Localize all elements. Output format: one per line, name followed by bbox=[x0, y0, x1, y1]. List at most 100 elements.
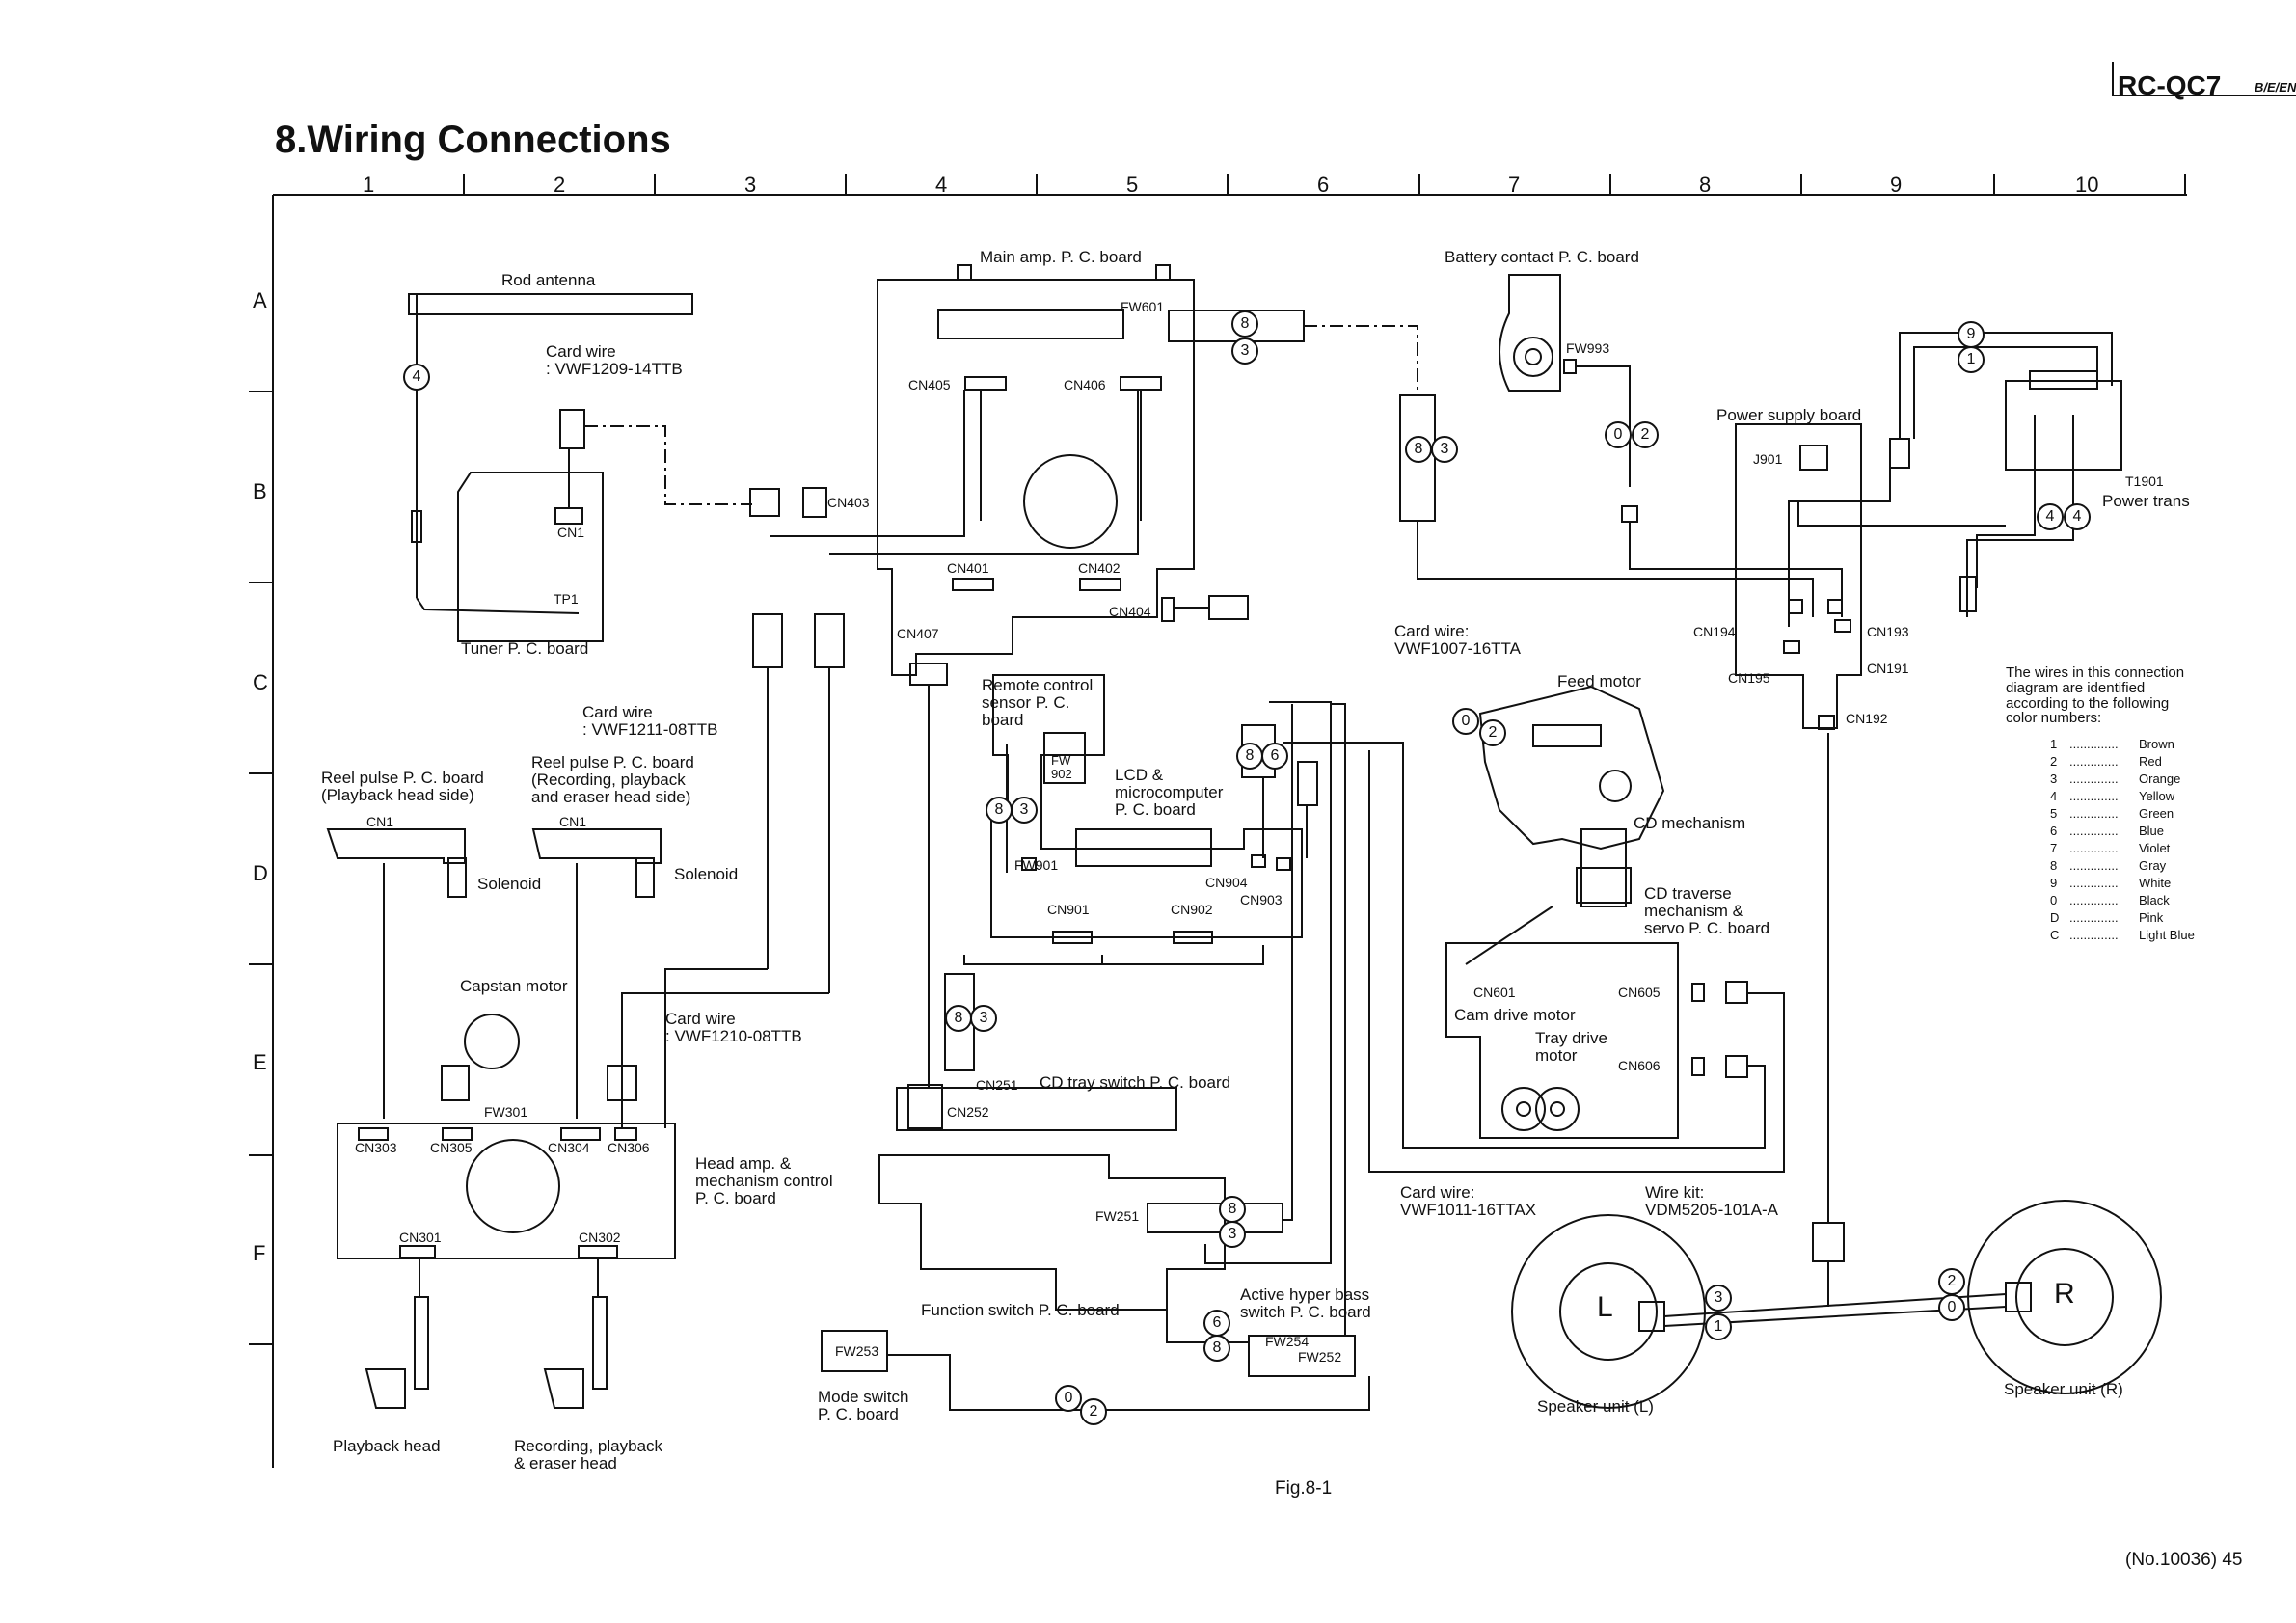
fw601-label: FW601 bbox=[1121, 299, 1165, 314]
cn1-tuner-label: CN1 bbox=[557, 525, 585, 540]
fw993-label: FW993 bbox=[1566, 340, 1610, 356]
wire-code-circle: 0 bbox=[1605, 421, 1632, 448]
speaker-l-shape bbox=[1511, 1214, 1706, 1409]
function-switch-label: Function switch P. C. board bbox=[921, 1301, 1120, 1319]
cn251-label: CN251 bbox=[976, 1077, 1018, 1093]
feed-motor-label: Feed motor bbox=[1557, 672, 1641, 690]
legend-row: 3..............Orange bbox=[2050, 771, 2180, 786]
legend-row: 1..............Brown bbox=[2050, 737, 2174, 751]
wire-code-circle: 4 bbox=[2064, 503, 2091, 530]
legend-code: 9 bbox=[2050, 876, 2058, 890]
wire-code-circle: 4 bbox=[2037, 503, 2064, 530]
wire-code-circle: 0 bbox=[1938, 1294, 1965, 1321]
remote-sensor-label: Remote control sensor P. C. board bbox=[982, 676, 1094, 729]
legend-row: 4..............Yellow bbox=[2050, 789, 2174, 803]
cn1-rec-label: CN1 bbox=[559, 814, 587, 829]
legend-color: Brown bbox=[2139, 737, 2174, 751]
col-label-3: 3 bbox=[744, 173, 757, 197]
legend-color: Yellow bbox=[2139, 789, 2175, 803]
reel-pulse-play-shape bbox=[326, 828, 466, 864]
header-rule-vertical bbox=[2112, 62, 2114, 96]
rod-antenna-label: Rod antenna bbox=[501, 271, 596, 289]
cd-mechanism-shape bbox=[1478, 685, 1665, 851]
card-wire-1209-label: Card wire : VWF1209-14TTB bbox=[546, 342, 683, 378]
fw251-label: FW251 bbox=[1095, 1208, 1140, 1224]
legend-row: 0..............Black bbox=[2050, 893, 2170, 907]
active-hyper-bass-shape bbox=[1248, 1335, 1356, 1377]
cn406-label: CN406 bbox=[1064, 377, 1106, 392]
legend-dots: .............. bbox=[2069, 789, 2119, 803]
capstan-motor-label: Capstan motor bbox=[460, 977, 568, 995]
wire-code-circle: 3 bbox=[1431, 436, 1458, 463]
playback-head-label: Playback head bbox=[333, 1437, 441, 1455]
fw252-label: FW252 bbox=[1298, 1349, 1342, 1365]
wire-code-circle: 2 bbox=[1938, 1268, 1965, 1295]
legend-row: 7..............Violet bbox=[2050, 841, 2170, 855]
battery-contact-label: Battery contact P. C. board bbox=[1445, 248, 1639, 266]
cn904-label: CN904 bbox=[1205, 875, 1248, 890]
legend-code: 3 bbox=[2050, 771, 2058, 786]
cd-traverse-label: CD traverse mechanism & servo P. C. boar… bbox=[1644, 884, 1770, 937]
wire-kit-label: Wire kit: VDM5205-101A-A bbox=[1645, 1183, 1778, 1219]
legend-row: 8..............Gray bbox=[2050, 858, 2166, 873]
card-wire-1011-label: Card wire: VWF1011-16TTAX bbox=[1400, 1183, 1537, 1219]
legend-color: Gray bbox=[2139, 858, 2167, 873]
fw254-label: FW254 bbox=[1265, 1334, 1310, 1349]
legend-color: Orange bbox=[2139, 771, 2181, 786]
cn605-label: CN605 bbox=[1618, 985, 1661, 1000]
legend-color: Blue bbox=[2139, 824, 2165, 838]
figure-label: Fig.8-1 bbox=[1275, 1478, 1333, 1499]
wire-code-circle: 8 bbox=[1203, 1335, 1230, 1362]
cn306-label: CN306 bbox=[608, 1140, 650, 1155]
cn902-label: CN902 bbox=[1171, 902, 1213, 917]
speaker-l-label: Speaker unit (L) bbox=[1537, 1397, 1654, 1416]
main-amp-board-shape bbox=[877, 279, 1195, 676]
wire-code-circle: 8 bbox=[1231, 311, 1258, 338]
power-supply-label: Power supply board bbox=[1716, 406, 1862, 424]
wire-code-circle: 2 bbox=[1632, 421, 1659, 448]
speaker-r-label: Speaker unit (R) bbox=[2004, 1380, 2123, 1398]
main-amp-label: Main amp. P. C. board bbox=[980, 248, 1142, 266]
row-label-b: B bbox=[253, 479, 267, 503]
cd-tray-switch-shape bbox=[896, 1087, 1177, 1131]
legend-code: 1 bbox=[2050, 737, 2058, 751]
rod-antenna-shape bbox=[408, 293, 693, 315]
card-wire-1211-label: Card wire : VWF1211-08TTB bbox=[582, 703, 718, 739]
cd-tray-switch-label: CD tray switch P. C. board bbox=[1040, 1073, 1231, 1092]
wire-code-circle: 3 bbox=[1219, 1221, 1246, 1248]
head-amp-board-shape bbox=[337, 1123, 676, 1259]
cn191-label: CN191 bbox=[1867, 661, 1909, 676]
col-label-7: 7 bbox=[1508, 173, 1521, 197]
tuner-board-shape bbox=[457, 472, 604, 642]
fw301-label: FW301 bbox=[484, 1104, 528, 1120]
wire-code-circle: 2 bbox=[1479, 719, 1506, 746]
capstan-motor-shape bbox=[464, 1014, 520, 1069]
legend-row: 9..............White bbox=[2050, 876, 2171, 890]
cn405-label: CN405 bbox=[908, 377, 951, 392]
legend-dots: .............. bbox=[2069, 910, 2119, 925]
cn903-label: CN903 bbox=[1240, 892, 1283, 907]
speaker-r-mark: R bbox=[2054, 1278, 2075, 1310]
legend-dots: .............. bbox=[2069, 928, 2119, 942]
legend-color: Violet bbox=[2139, 841, 2171, 855]
tray-drive-motor-label: Tray drive motor bbox=[1535, 1029, 1607, 1065]
wire-code-circle: 6 bbox=[1203, 1310, 1230, 1337]
wire-code-circle: 0 bbox=[1452, 708, 1479, 735]
cn401-label: CN401 bbox=[947, 560, 989, 576]
cn301-label: CN301 bbox=[399, 1230, 442, 1245]
card-wire-1209-shape bbox=[559, 409, 585, 449]
legend-code: 7 bbox=[2050, 841, 2058, 855]
mode-switch-label: Mode switch P. C. board bbox=[818, 1388, 909, 1423]
wire-code-circle: 8 bbox=[986, 797, 1013, 824]
cam-drive-motor-label: Cam drive motor bbox=[1454, 1006, 1576, 1024]
row-label-f: F bbox=[253, 1241, 266, 1265]
rec-head-label: Recording, playback & eraser head bbox=[514, 1437, 663, 1473]
head-amp-label: Head amp. & mechanism control P. C. boar… bbox=[695, 1154, 833, 1207]
legend-code: 2 bbox=[2050, 754, 2058, 769]
cn404-label: CN404 bbox=[1109, 604, 1151, 619]
wire-code-circle: 9 bbox=[1958, 321, 1985, 348]
cn305-label: CN305 bbox=[430, 1140, 473, 1155]
legend-dots: .............. bbox=[2069, 806, 2119, 821]
legend-dots: .............. bbox=[2069, 824, 2119, 838]
